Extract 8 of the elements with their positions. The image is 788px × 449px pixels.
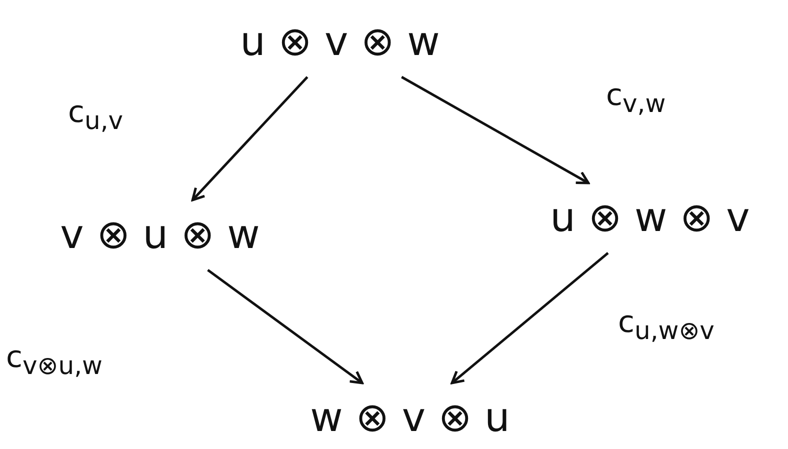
expression: u ⊗ w ⊗ v [534,183,766,253]
expression: u ⊗ v ⊗ w [224,7,456,77]
expression: w ⊗ v ⊗ u [294,383,526,449]
arrow [207,269,364,384]
arrow [450,252,609,384]
arrow [191,76,308,202]
arrow [401,76,590,184]
expression: v ⊗ u ⊗ w [44,200,276,270]
